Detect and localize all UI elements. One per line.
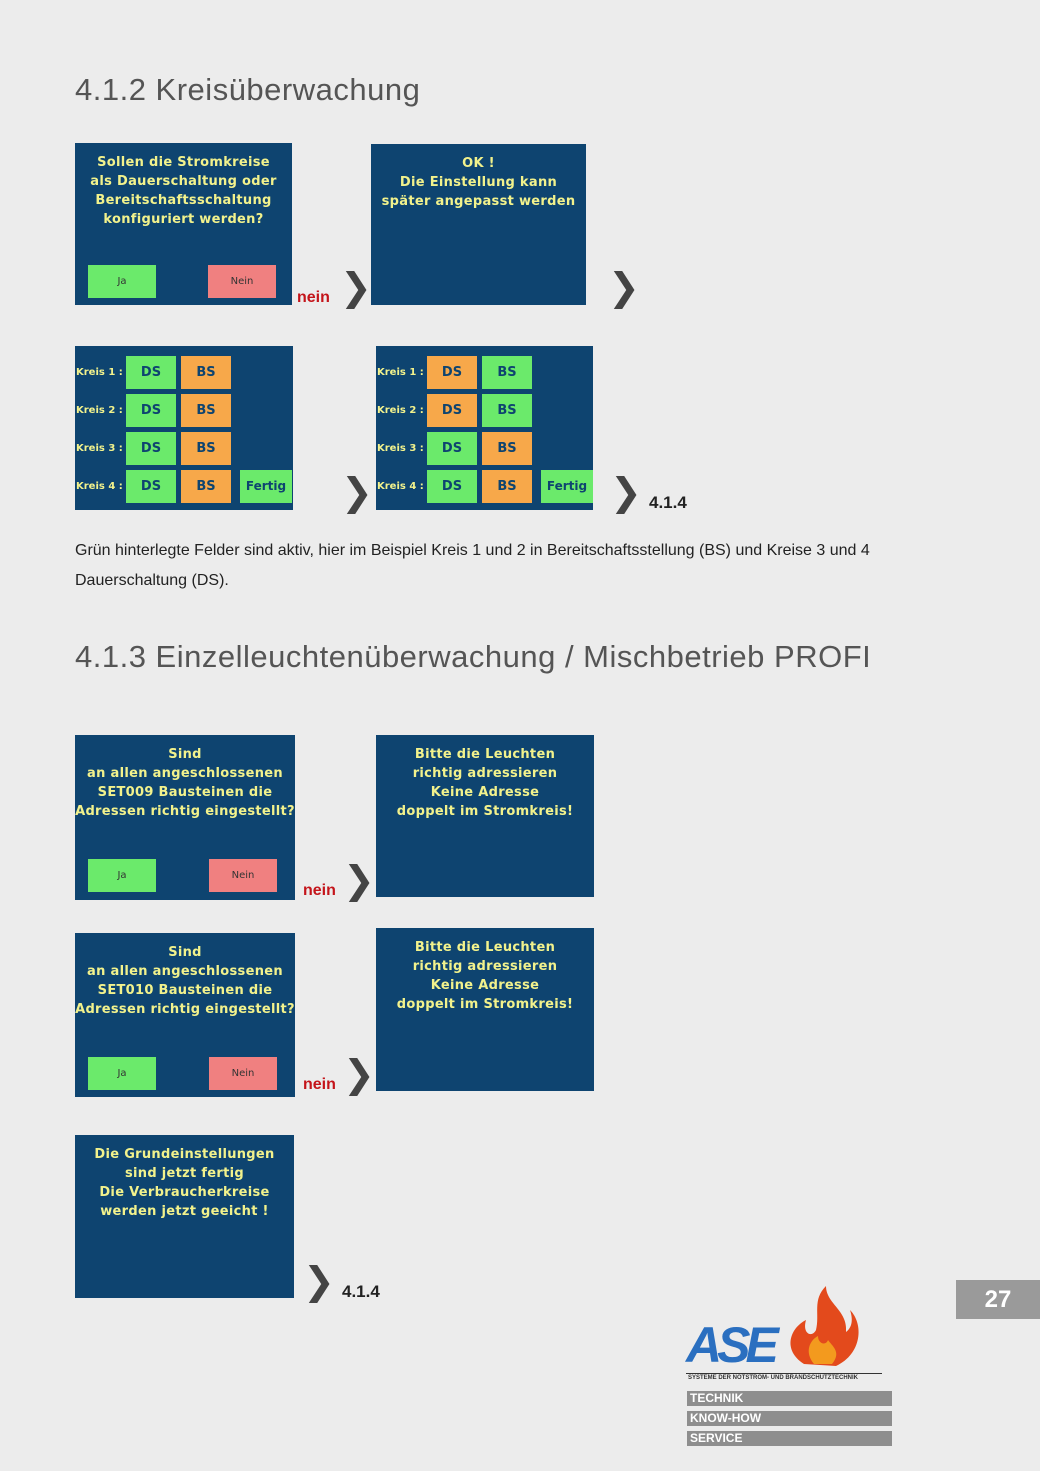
chevron-right-icon: ❯	[340, 265, 372, 309]
screen-question-stromkreise: Sollen die Stromkreise als Dauerschaltun…	[75, 143, 292, 305]
nein-button[interactable]: Nein	[208, 265, 276, 298]
section-reference: 4.1.4	[342, 1282, 380, 1301]
screen-settings-done: Die Grundeinstellungen sind jetzt fertig…	[75, 1135, 294, 1298]
bs-button[interactable]: BS	[482, 394, 532, 427]
ds-button[interactable]: DS	[126, 470, 176, 503]
screen-kreis-grid-configured: Kreis 1 : DS BS Kreis 2 : DS BS Kreis 3 …	[376, 346, 593, 510]
grid-row: Kreis 1 : DS BS	[75, 356, 293, 389]
section-reference: 4.1.4	[649, 493, 687, 512]
screen-text: Die Grundeinstellungen sind jetzt fertig…	[94, 1147, 275, 1219]
screen-question-set009: Sind an allen angeschlossenen SET009 Bau…	[75, 735, 295, 900]
grid-row: Kreis 2 : DS BS	[376, 394, 593, 427]
nein-arrow-label: nein	[303, 1076, 336, 1093]
screen-text: Sind an allen angeschlossenen SET009 Bau…	[75, 747, 295, 819]
grid-row: Kreis 3 : DS BS	[376, 432, 593, 465]
chevron-right-icon: ❯	[341, 470, 373, 514]
description-paragraph: Grün hinterlegte Felder sind aktiv, hier…	[75, 542, 870, 589]
screen-text: OK ! Die Einstellung kann später angepas…	[381, 156, 576, 209]
section-title-kreisueberwachung: 4.1.2 Kreisüberwachung	[75, 72, 421, 107]
grid-row: Kreis 3 : DS BS	[75, 432, 293, 465]
tag-know-how: KNOW-HOW	[687, 1411, 892, 1426]
screen-text: Sind an allen angeschlossenen SET010 Bau…	[75, 945, 295, 1017]
chevron-right-icon: ❯	[610, 470, 642, 514]
screen-text: Bitte die Leuchten richtig adressieren K…	[396, 940, 574, 1012]
kreis-label: Kreis 4 :	[377, 481, 424, 492]
ds-button[interactable]: DS	[427, 356, 477, 389]
tag-technik: TECHNIK	[687, 1391, 892, 1406]
bs-button[interactable]: BS	[482, 470, 532, 503]
kreis-label: Kreis 4 :	[76, 481, 123, 492]
nein-arrow-label: nein	[303, 882, 336, 899]
ja-button[interactable]: Ja	[88, 859, 156, 892]
kreis-label: Kreis 2 :	[76, 405, 123, 416]
ds-button[interactable]: DS	[126, 432, 176, 465]
screen-kreis-grid-default: Kreis 1 : DS BS Kreis 2 : DS BS Kreis 3 …	[75, 346, 293, 510]
screen-question-set010: Sind an allen angeschlossenen SET010 Bau…	[75, 933, 295, 1097]
nein-button[interactable]: Nein	[209, 859, 277, 892]
bs-button[interactable]: BS	[181, 470, 231, 503]
bs-button[interactable]: BS	[181, 356, 231, 389]
fertig-button[interactable]: Fertig	[541, 470, 593, 503]
bs-button[interactable]: BS	[482, 356, 532, 389]
ds-button[interactable]: DS	[126, 394, 176, 427]
flame-icon	[790, 1286, 859, 1366]
chevron-right-icon: ❯	[303, 1259, 335, 1303]
ds-button[interactable]: DS	[427, 394, 477, 427]
grid-row: Kreis 1 : DS BS	[376, 356, 593, 389]
tag-service: SERVICE	[687, 1431, 892, 1446]
chevron-right-icon: ❯	[343, 858, 375, 902]
chevron-right-icon: ❯	[343, 1052, 375, 1096]
screen-text: Bitte die Leuchten richtig adressieren K…	[396, 747, 574, 819]
kreis-label: Kreis 1 :	[377, 367, 424, 378]
screen-ok: OK ! Die Einstellung kann später angepas…	[371, 144, 586, 305]
ds-button[interactable]: DS	[427, 432, 477, 465]
logo-text: ASE	[686, 1317, 779, 1373]
ds-button[interactable]: DS	[427, 470, 477, 503]
screen-text: Sollen die Stromkreise als Dauerschaltun…	[90, 155, 277, 227]
ds-button[interactable]: DS	[126, 356, 176, 389]
kreis-label: Kreis 3 :	[377, 443, 424, 454]
grid-row: Kreis 4 : DS BS Fertig	[75, 470, 293, 503]
nein-arrow-label: nein	[297, 289, 330, 306]
logo-tagline: SYSTEME DER NOTSTROM- UND BRANDSCHUTZTEC…	[688, 1375, 858, 1381]
ase-logo: ASE	[686, 1284, 896, 1384]
ja-button[interactable]: Ja	[88, 265, 156, 298]
grid-row: Kreis 2 : DS BS	[75, 394, 293, 427]
ja-button[interactable]: Ja	[88, 1057, 156, 1090]
bs-button[interactable]: BS	[181, 394, 231, 427]
kreis-label: Kreis 1 :	[76, 367, 123, 378]
kreis-label: Kreis 3 :	[76, 443, 123, 454]
logo-divider	[686, 1373, 882, 1374]
section-title-einzelleuchten: 4.1.3 Einzelleuchtenüberwachung / Mischb…	[75, 639, 872, 674]
fertig-button[interactable]: Fertig	[240, 470, 292, 503]
bs-button[interactable]: BS	[181, 432, 231, 465]
screen-hint-addresses: Bitte die Leuchten richtig adressieren K…	[376, 735, 594, 897]
screen-hint-addresses: Bitte die Leuchten richtig adressieren K…	[376, 928, 594, 1091]
page-number: 27	[956, 1280, 1040, 1319]
nein-button[interactable]: Nein	[209, 1057, 277, 1090]
grid-row: Kreis 4 : DS BS Fertig	[376, 470, 593, 503]
kreis-label: Kreis 2 :	[377, 405, 424, 416]
bs-button[interactable]: BS	[482, 432, 532, 465]
chevron-right-icon: ❯	[608, 265, 640, 309]
